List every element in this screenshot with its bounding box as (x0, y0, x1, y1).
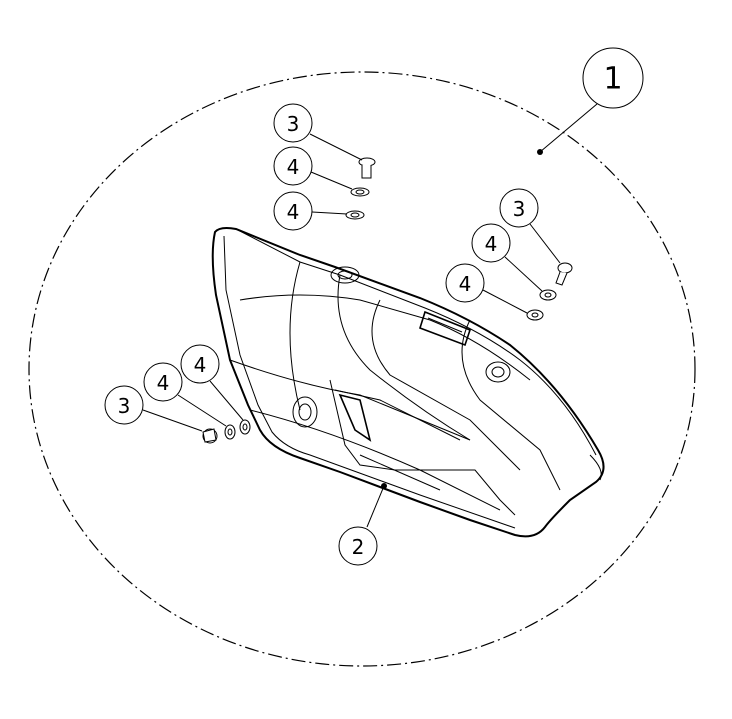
screw-left (202, 428, 218, 444)
balloon-3-left: 3 (104, 385, 144, 425)
svg-text:2: 2 (352, 535, 365, 559)
balloon-2: 2 (338, 526, 378, 566)
balloon-3-top: 3 (273, 103, 313, 143)
cover-part (211, 227, 605, 538)
leader-dot-assembly (537, 149, 543, 155)
screw-top (358, 157, 376, 179)
balloon-4-left-1: 4 (180, 344, 220, 384)
svg-text:4: 4 (459, 272, 472, 296)
washer-top-2 (345, 210, 365, 220)
svg-text:4: 4 (287, 200, 300, 224)
balloon-3-right: 3 (499, 188, 539, 228)
svg-text:1: 1 (603, 62, 622, 97)
washer-right-2 (526, 309, 544, 321)
svg-text:4: 4 (287, 155, 300, 179)
balloon-1: 1 (582, 47, 644, 109)
balloon-4-top-1: 4 (273, 146, 313, 186)
svg-text:3: 3 (287, 112, 300, 136)
balloon-4-top-2: 4 (273, 191, 313, 231)
svg-text:4: 4 (485, 232, 498, 256)
assembly-boundary (28, 71, 696, 667)
svg-text:3: 3 (118, 394, 131, 418)
leader-dot-cover (381, 483, 387, 489)
leader-lines (142, 103, 598, 528)
screw-right (555, 262, 573, 286)
balloon-4-right-1: 4 (471, 223, 511, 263)
washer-left-1 (224, 424, 236, 440)
washer-right-1 (539, 289, 557, 301)
svg-text:4: 4 (157, 371, 170, 395)
balloon-4-left-2: 4 (143, 362, 183, 402)
washer-left-2 (239, 419, 251, 435)
balloon-4-right-2: 4 (445, 263, 485, 303)
svg-text:4: 4 (194, 353, 207, 377)
washer-top-1 (350, 187, 370, 197)
svg-text:3: 3 (513, 197, 526, 221)
